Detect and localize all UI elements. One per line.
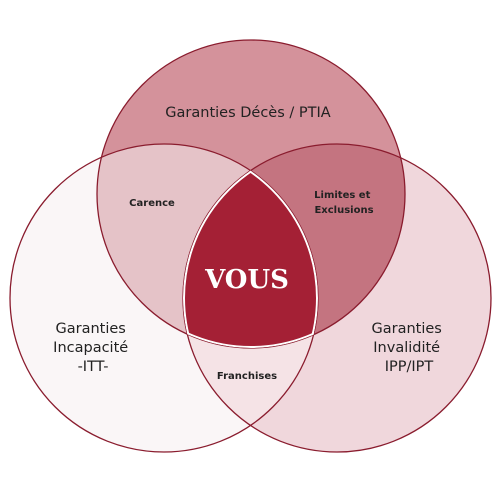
label-carence: Carence [129,198,175,209]
label-limites-exclusions: Limites et Exclusions [314,190,374,216]
label-vous: VOUS [204,265,289,295]
label-invalidite: Garanties Invalidité IPP/IPT [372,321,447,375]
overlap-center [183,144,318,348]
label-deces-ptia: Garanties Décès / PTIA [165,105,330,121]
label-franchises: Franchises [217,371,277,382]
label-incapacite: Garanties Incapacité -ITT- [53,321,133,375]
